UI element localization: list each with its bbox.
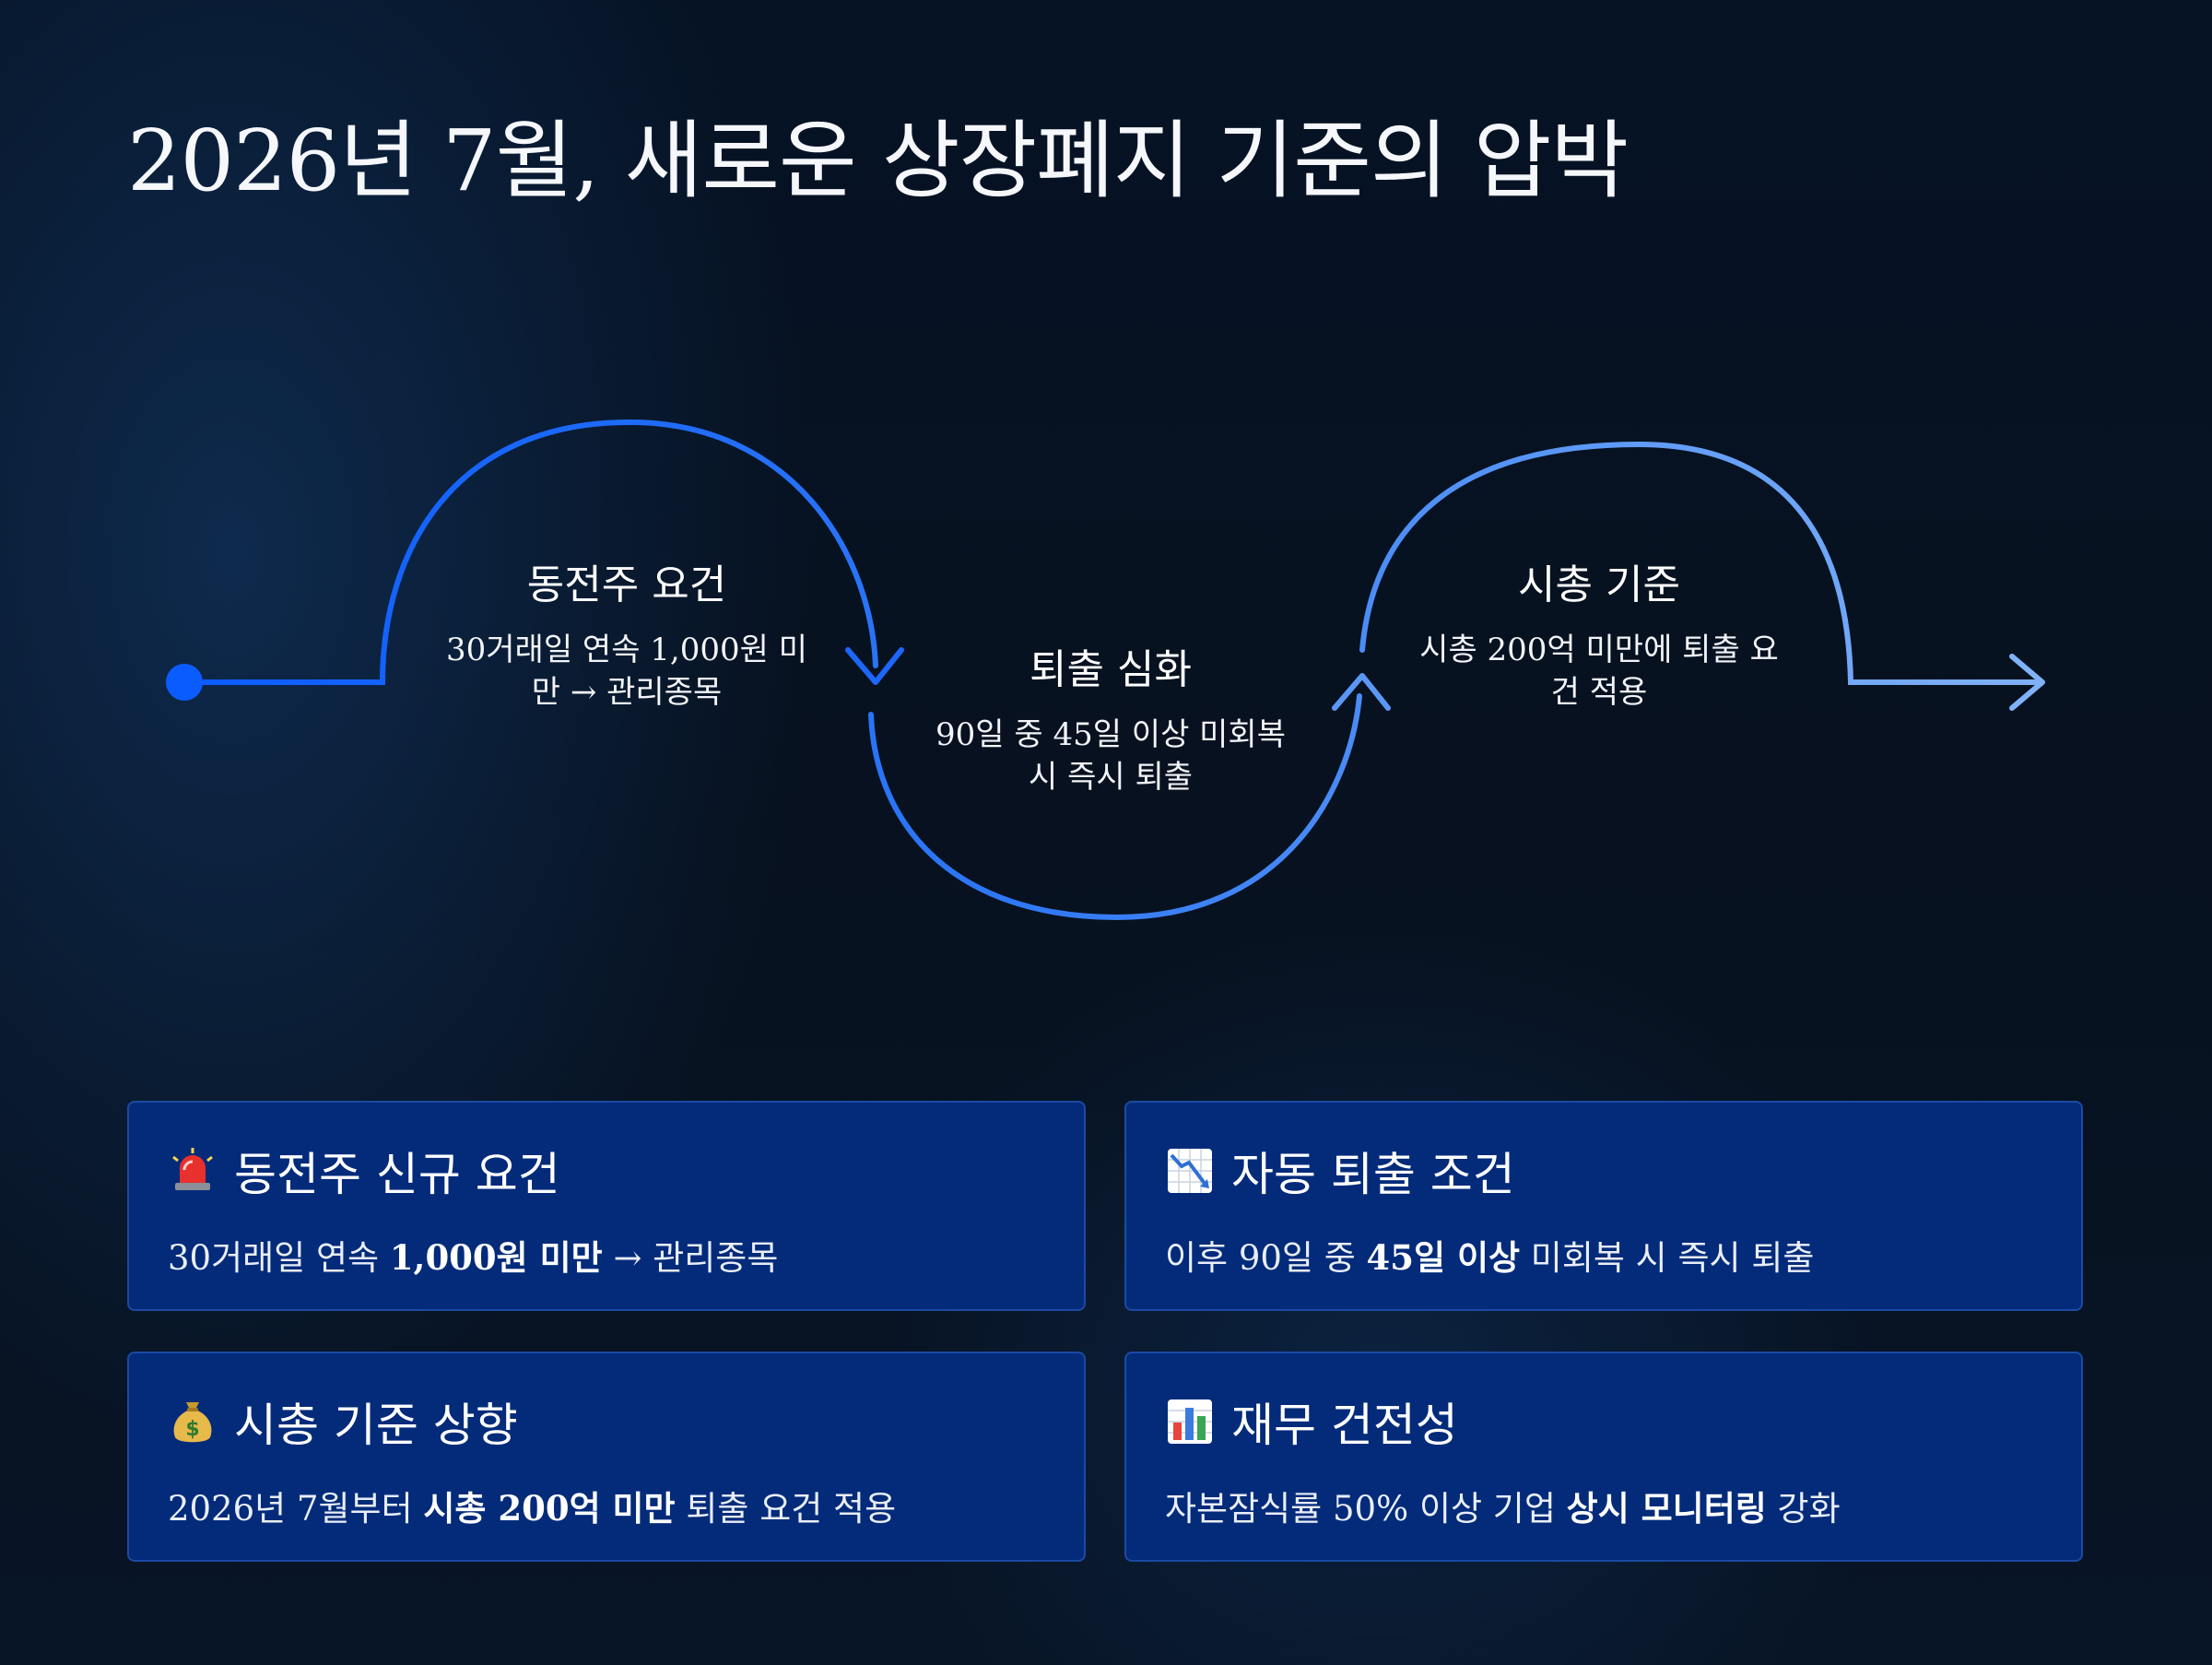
flow-step-title: 시총 기준 bbox=[1518, 561, 1680, 608]
card-title: 시총 기준 상향 bbox=[234, 1399, 518, 1452]
card-market-cap-raise: $ 시총 기준 상향 2026년 7월부터 시총 200억 미만 퇴출 요건 적… bbox=[127, 1352, 1086, 1562]
card-financial-soundness: 재무 건전성 자본잠식률 50% 이상 기업 상시 모니터링 강화 bbox=[1124, 1352, 2083, 1562]
card-desc: 이후 90일 중 45일 이상 미회복 시 즉시 퇴출 bbox=[1165, 1237, 1815, 1278]
flow-arrow-up-icon bbox=[1332, 673, 1391, 711]
card-desc: 2026년 7월부터 시총 200억 미만 퇴출 요건 적용 bbox=[168, 1488, 897, 1529]
card-coin-stock-requirement: 동전주 신규 요건 30거래일 연속 1,000원 미만 → 관리종목 bbox=[127, 1101, 1086, 1311]
card-desc: 자본잠식률 50% 이상 기업 상시 모니터링 강화 bbox=[1165, 1488, 1841, 1529]
flow-step-3: 시총 기준 시총 200억 미만에 퇴출 요 건 적용 bbox=[1396, 551, 1802, 714]
flow-step-title: 퇴출 심화 bbox=[1030, 646, 1192, 693]
page-title: 2026년 7월, 새로운 상장폐지 기준의 압박 bbox=[127, 112, 1629, 210]
card-title: 동전주 신규 요건 bbox=[234, 1148, 560, 1201]
card-auto-delisting-condition: 자동 퇴출 조건 이후 90일 중 45일 이상 미회복 시 즉시 퇴출 bbox=[1124, 1101, 2083, 1311]
flow-path bbox=[182, 419, 2040, 921]
card-title: 재무 건전성 bbox=[1231, 1399, 1458, 1452]
flow-step-desc: 30거래일 연속 1,000원 미 만 → 관리종목 bbox=[446, 632, 807, 711]
card-desc: 30거래일 연속 1,000원 미만 → 관리종목 bbox=[168, 1237, 779, 1278]
flow-step-desc: 90일 중 45일 이상 미회복 시 즉시 퇴출 bbox=[935, 716, 1286, 796]
chart-decreasing-icon bbox=[1168, 1149, 1212, 1193]
flow-step-desc: 시총 200억 미만에 퇴출 요 건 적용 bbox=[1419, 632, 1779, 711]
flow-arrow-down-icon bbox=[845, 647, 904, 685]
flow-arrow-right-icon bbox=[2009, 654, 2045, 711]
card-title: 자동 퇴출 조건 bbox=[1231, 1148, 1515, 1201]
money-bag-icon: $ bbox=[173, 1402, 212, 1443]
siren-icon bbox=[172, 1148, 213, 1190]
flow-step-2: 퇴출 심화 90일 중 45일 이상 미회복 시 즉시 퇴출 bbox=[908, 636, 1313, 798]
flow-step-title: 동전주 요건 bbox=[526, 561, 727, 608]
svg-text:$: $ bbox=[185, 1418, 199, 1441]
flow-step-1: 동전주 요건 30거래일 연속 1,000원 미 만 → 관리종목 bbox=[424, 551, 830, 714]
bar-chart-icon bbox=[1168, 1399, 1212, 1444]
